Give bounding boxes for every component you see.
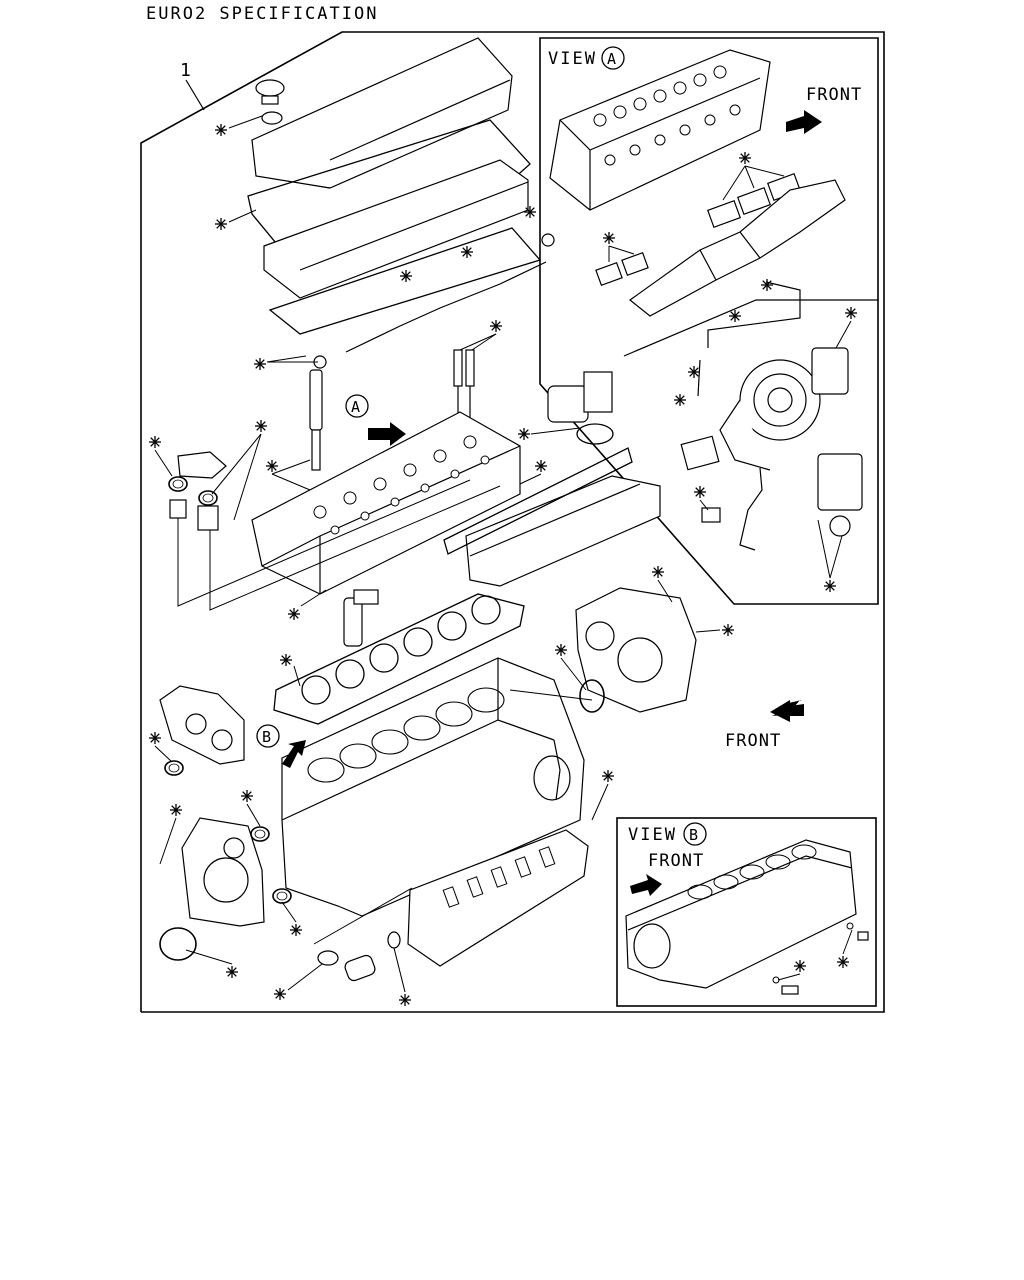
view-a-turbocharger bbox=[719, 347, 863, 551]
view-a-exhaust-manifold bbox=[629, 179, 846, 317]
view-a-cylinder-head bbox=[549, 49, 771, 211]
cylinder-head bbox=[251, 411, 521, 595]
view-b-marker-letter: B bbox=[689, 826, 698, 844]
intake-manifold bbox=[465, 371, 661, 587]
cylinder-head-gasket bbox=[273, 593, 525, 725]
view-b-arrow-icon bbox=[282, 740, 306, 768]
view-b-marker-circle bbox=[683, 822, 707, 846]
view-b-cylinder-block bbox=[625, 839, 869, 995]
main-front-arrow-icon bbox=[770, 700, 804, 722]
crank-seal bbox=[159, 927, 197, 961]
view-a-turbo-gasket bbox=[680, 435, 721, 523]
oil-cooler bbox=[407, 829, 589, 967]
flywheel-housing bbox=[575, 587, 697, 713]
view-b-front-arrow-icon bbox=[630, 874, 662, 896]
rear-oil-seal bbox=[579, 679, 605, 713]
view-b-front-label: FRONT bbox=[648, 851, 704, 871]
front-cover bbox=[159, 685, 245, 765]
timing-gear-case bbox=[181, 817, 265, 927]
view-a-arrow-icon bbox=[368, 422, 406, 446]
page-title: EURO2 SPECIFICATION bbox=[146, 4, 379, 24]
view-a-label: VIEW bbox=[548, 49, 597, 69]
view-a-marker-circle bbox=[601, 46, 625, 70]
view-a-marker-letter: A bbox=[607, 50, 616, 68]
view-a-exhaust-gaskets bbox=[595, 172, 802, 287]
kit-number-label: 1 bbox=[180, 60, 191, 81]
view-b-callout-letter: B bbox=[262, 728, 271, 746]
main-front-indicator: FRONT bbox=[725, 700, 804, 751]
view-a-callout-letter: A bbox=[351, 398, 360, 416]
water-pipe bbox=[317, 931, 401, 982]
view-a-inset: VIEW A FRONT bbox=[539, 37, 879, 605]
view-a-callout: A bbox=[345, 394, 406, 446]
view-a-front-label: FRONT bbox=[806, 85, 862, 105]
kit-number-callout: 1 bbox=[180, 60, 205, 111]
view-a-front-arrow-icon bbox=[786, 110, 822, 134]
main-front-label: FRONT bbox=[725, 731, 781, 751]
kit-frame bbox=[140, 31, 885, 1013]
guide-lines bbox=[177, 479, 593, 945]
thermostat-housing bbox=[169, 451, 227, 531]
view-a-oil-pipe bbox=[697, 281, 801, 397]
view-b-callout: B bbox=[256, 724, 306, 768]
glow-plugs bbox=[453, 349, 475, 420]
injector-pipe bbox=[345, 233, 555, 353]
injector bbox=[309, 355, 327, 471]
lower-gasket bbox=[268, 227, 542, 335]
intake-gasket bbox=[443, 423, 633, 555]
view-b-inset: VIEW B FRONT bbox=[616, 817, 877, 1007]
view-b-label: VIEW bbox=[628, 825, 677, 845]
water-outlet bbox=[343, 589, 379, 647]
leader-lines bbox=[154, 115, 721, 993]
